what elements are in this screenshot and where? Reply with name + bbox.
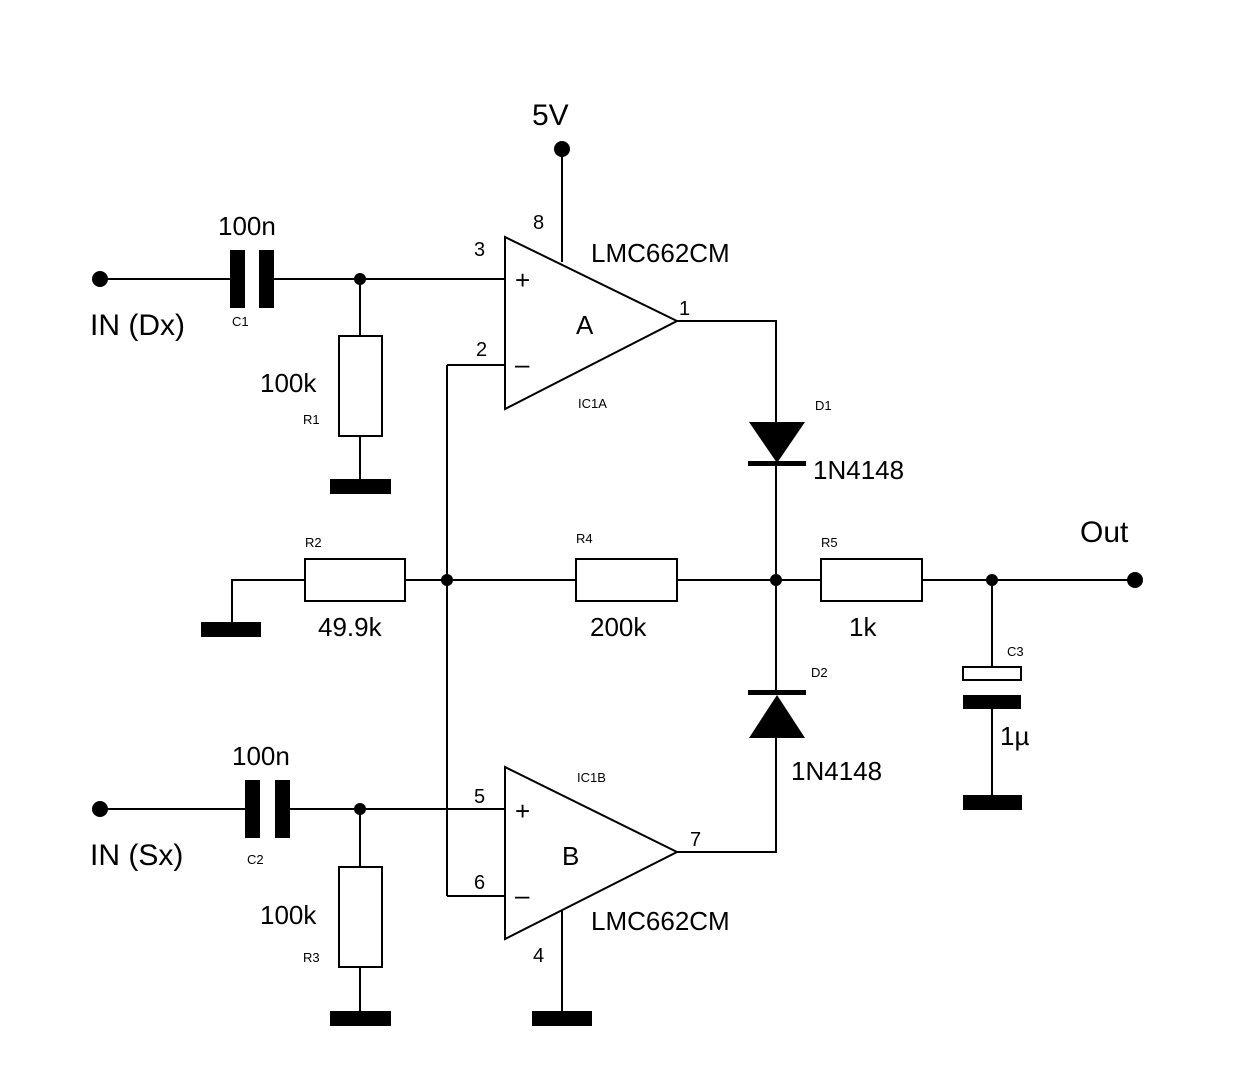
- opamp-b: 5 6 4 7 + – B LMC662CM IC1B: [447, 765, 730, 1026]
- opamp-b-pin-minus: 6: [474, 872, 485, 894]
- d2-body: [749, 695, 805, 738]
- r1-value: 100k: [260, 368, 317, 398]
- r1-ground: [330, 479, 391, 494]
- c3-plate-top: [962, 666, 1022, 681]
- input-sx-terminal: [92, 801, 108, 817]
- opamp-a-plus-sign: +: [515, 265, 530, 295]
- d1-ref: D1: [815, 398, 832, 413]
- r2-body: [304, 558, 406, 602]
- input-dx-label: IN (Dx): [90, 309, 185, 342]
- opamp-a-ref: IC1A: [578, 396, 607, 411]
- c2-ref: C2: [247, 852, 264, 867]
- r2-value: 49.9k: [318, 612, 383, 642]
- opamp-b-letter: B: [562, 841, 579, 871]
- r4-body: [575, 558, 678, 602]
- opamp-b-triangle: [504, 765, 680, 941]
- feedback-network: R2 49.9k R4 200k R5 1k Out: [201, 365, 1143, 896]
- c3-ground: [963, 795, 1022, 810]
- capacitor-c3: C3 1µ: [962, 580, 1029, 810]
- d1-body: [749, 422, 805, 463]
- input-sx-label: IN (Sx): [90, 839, 183, 872]
- input-dx-section: IN (Dx) 100n C1 100k R1: [90, 211, 505, 494]
- c1-ref: C1: [232, 314, 249, 329]
- junction-diodes: [770, 574, 782, 586]
- output-terminal: [1127, 572, 1143, 588]
- opamp-a-pin-power: 8: [533, 212, 544, 234]
- supply-terminal: [554, 141, 570, 157]
- r1-ref: R1: [303, 412, 320, 427]
- d2-ref: D2: [811, 665, 828, 680]
- output-label: Out: [1080, 516, 1129, 549]
- d2-cathode-bar: [748, 690, 806, 695]
- opamp-b-plus-sign: +: [515, 796, 530, 826]
- opamp-a-letter: A: [576, 310, 594, 340]
- opamp-b-part: LMC662CM: [591, 906, 730, 936]
- r3-value: 100k: [260, 900, 317, 930]
- d1-part: 1N4148: [813, 455, 904, 485]
- c3-value: 1µ: [1000, 721, 1029, 751]
- c1-value: 100n: [218, 211, 276, 241]
- diode-d1: D1 1N4148: [748, 398, 904, 693]
- opamp-a-pin-out: 1: [679, 298, 690, 320]
- r5-ref: R5: [821, 535, 838, 550]
- opamp-a: 3 2 8 1 + – A LMC662CM IC1A: [447, 212, 777, 425]
- r4-value: 200k: [590, 612, 647, 642]
- c2-value: 100n: [232, 741, 290, 771]
- opamp-b-ref: IC1B: [577, 770, 606, 785]
- opamp-a-pin-plus: 3: [474, 239, 485, 261]
- opamp-a-minus-sign: –: [515, 349, 530, 379]
- opamp-b-pin-plus: 5: [474, 786, 485, 808]
- opamp-b-pin-out: 7: [690, 829, 701, 851]
- r1-body: [338, 335, 383, 437]
- c2-plate-left: [245, 780, 260, 838]
- c1-plate-left: [230, 250, 245, 308]
- opamp-a-triangle: [504, 235, 680, 411]
- c2-plate-right: [275, 780, 290, 838]
- input-dx-terminal: [92, 271, 108, 287]
- opamp-b-ground: [532, 1011, 592, 1026]
- r3-body: [338, 866, 383, 968]
- opamp-b-minus-sign: –: [515, 880, 530, 910]
- c3-ref: C3: [1007, 644, 1024, 659]
- r3-ground: [330, 1011, 391, 1026]
- diode-d2: D2 1N4148: [677, 665, 882, 853]
- r5-value: 1k: [849, 612, 877, 642]
- r5-body: [820, 558, 923, 602]
- opamp-a-pin-minus: 2: [476, 339, 487, 361]
- r2-ground: [201, 622, 261, 637]
- opamp-a-part: LMC662CM: [591, 238, 730, 268]
- c3-plate-bottom: [963, 695, 1021, 709]
- d1-cathode-bar: [748, 461, 806, 466]
- opamp-b-pin-power: 4: [533, 945, 544, 967]
- r4-ref: R4: [576, 531, 593, 546]
- wire-d2-to-b-out: [677, 738, 777, 853]
- d2-part: 1N4148: [791, 756, 882, 786]
- supply-5v: 5V: [532, 99, 570, 262]
- wire-r2-ground: [231, 579, 305, 622]
- r2-ref: R2: [305, 535, 322, 550]
- c1-plate-right: [259, 250, 274, 308]
- r3-ref: R3: [303, 950, 320, 965]
- supply-label: 5V: [532, 99, 569, 132]
- wire-a-out-to-d1: [677, 320, 777, 425]
- input-sx-section: IN (Sx) 100n C2 100k R3: [90, 741, 505, 1026]
